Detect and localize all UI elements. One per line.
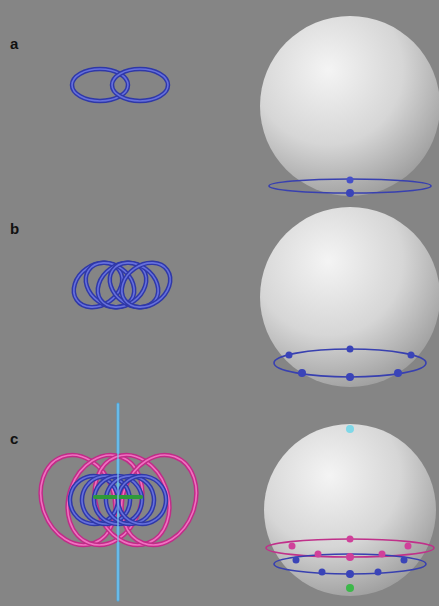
point xyxy=(346,189,354,197)
orbit-ring xyxy=(274,349,426,377)
sphere xyxy=(260,207,439,387)
pole-point xyxy=(346,425,354,433)
knot-strand xyxy=(113,254,179,317)
axis-line xyxy=(117,404,118,600)
panel-label: a xyxy=(10,36,18,51)
panel-label: c xyxy=(10,431,18,446)
knot-strand xyxy=(109,444,208,555)
knot-strand xyxy=(109,444,208,555)
sphere xyxy=(264,424,436,596)
sphere xyxy=(260,16,439,196)
points xyxy=(293,557,408,579)
panel-label: b xyxy=(10,221,19,236)
knot-strand xyxy=(113,254,179,317)
knot-strand xyxy=(112,69,168,101)
knot-strand xyxy=(109,467,176,534)
knot-figures xyxy=(28,69,208,600)
point xyxy=(347,177,354,184)
points xyxy=(289,536,412,562)
knot-strand xyxy=(109,467,176,534)
knot-strand xyxy=(112,69,168,101)
pole-point xyxy=(346,584,354,592)
points xyxy=(286,346,415,382)
